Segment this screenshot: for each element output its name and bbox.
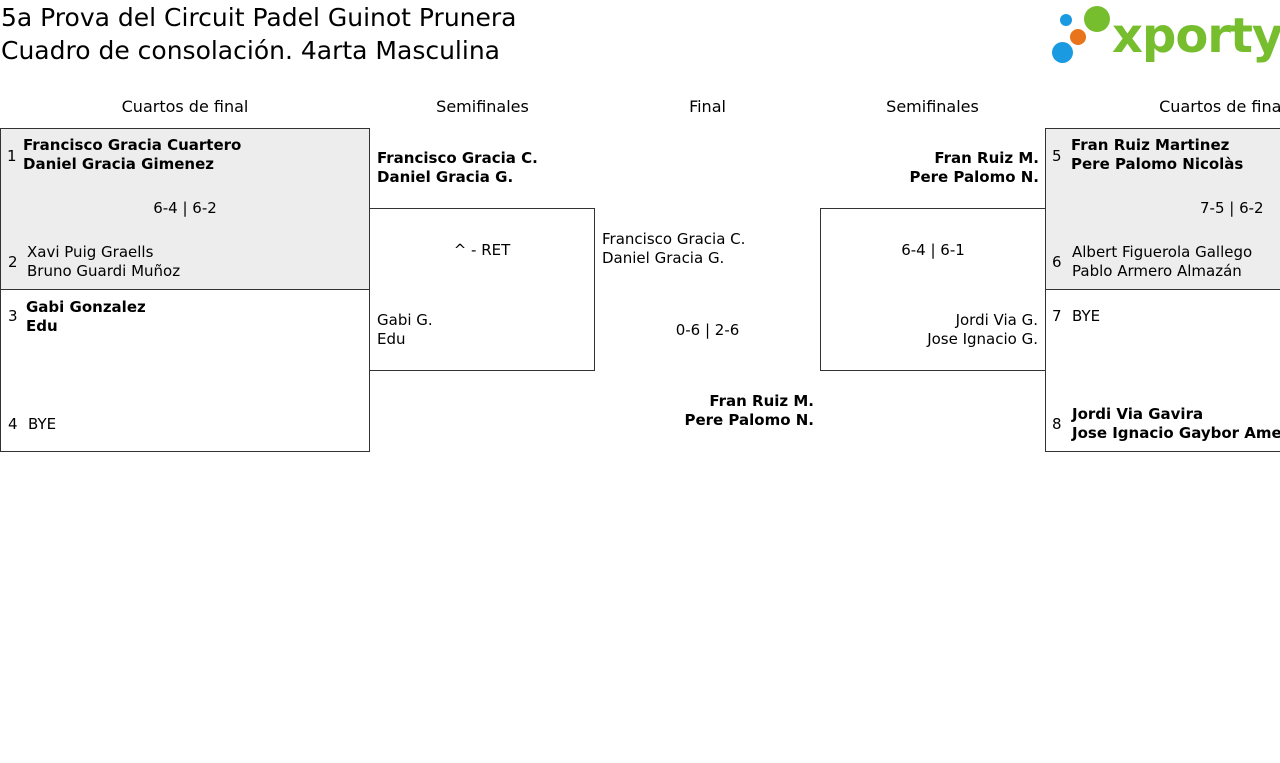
seed-number: 3 xyxy=(8,307,18,325)
player-name: Francisco Gracia Cuartero xyxy=(23,136,242,154)
logo-text: xporty xyxy=(1112,8,1280,64)
player-name: BYE xyxy=(28,415,57,433)
match-box-qf1[interactable]: 1 Francisco Gracia Cuartero Daniel Graci… xyxy=(0,128,370,290)
player-name: BYE xyxy=(1072,307,1101,325)
player-name: Fran Ruiz M. xyxy=(934,149,1039,167)
player-name: Daniel Gracia G. xyxy=(602,249,725,267)
column-title-final: Final xyxy=(689,97,726,116)
seed-number: 4 xyxy=(8,415,18,433)
column-title-qf-right: Cuartos de final xyxy=(1159,97,1280,116)
player-name: Jose Ignacio Gaybor Amello xyxy=(1072,424,1280,442)
column-title-sf-right: Semifinales xyxy=(886,97,979,116)
logo-dot-green xyxy=(1084,6,1110,32)
player-name: Jose Ignacio G. xyxy=(927,330,1038,348)
column-title-sf-left: Semifinales xyxy=(436,97,529,116)
player-name: Francisco Gracia C. xyxy=(377,149,538,167)
player-name: Albert Figuerola Gallego xyxy=(1072,243,1253,261)
player-name: Pere Palomo Nicolàs xyxy=(1071,155,1244,173)
player-name: Jordi Via Gavira xyxy=(1072,405,1204,423)
logo-dot-blue xyxy=(1052,42,1073,63)
player-name: Gabi G. xyxy=(377,311,433,329)
player-name: Pere Palomo N. xyxy=(909,168,1039,186)
match-score: ^ - RET xyxy=(453,241,511,259)
page-title: 5a Prova del Circuit Padel Guinot Pruner… xyxy=(1,3,517,32)
match-box-qf4[interactable]: 7 BYE 8 Jordi Via Gavira Jose Ignacio Ga… xyxy=(1045,289,1280,452)
seed-number: 8 xyxy=(1052,415,1062,433)
match-score: 7-5 | 6-2 xyxy=(1200,199,1264,217)
player-name: Edu xyxy=(377,330,406,348)
logo-dot-orange xyxy=(1070,29,1086,45)
column-title-qf-left: Cuartos de final xyxy=(121,97,249,116)
page-subtitle: Cuadro de consolación. 4arta Masculina xyxy=(1,36,500,65)
match-box-sf-left[interactable]: ^ - RET Gabi G. Edu xyxy=(369,208,595,371)
player-name: Francisco Gracia C. xyxy=(602,230,746,248)
match-score: 0-6 | 2-6 xyxy=(675,321,740,339)
champion-name: Fran Ruiz M. xyxy=(709,392,814,410)
match-box-qf3[interactable]: 5 Fran Ruiz Martinez Pere Palomo Nicolàs… xyxy=(1045,128,1280,290)
match-box-sf-right[interactable]: 6-4 | 6-1 Jordi Via G. Jose Ignacio G. xyxy=(820,208,1046,371)
player-name: Fran Ruiz Martinez xyxy=(1071,136,1230,154)
player-name: Gabi Gonzalez xyxy=(26,298,146,316)
logo-dot-blue-small xyxy=(1060,14,1072,26)
seed-number: 5 xyxy=(1052,147,1062,165)
player-name: Edu xyxy=(26,317,58,335)
seed-number: 2 xyxy=(8,253,18,271)
seed-number: 1 xyxy=(7,147,17,165)
match-score: 6-4 | 6-2 xyxy=(153,199,217,217)
xporty-logo: xporty xyxy=(1050,4,1280,68)
seed-number: 7 xyxy=(1052,307,1062,325)
seed-number: 6 xyxy=(1052,253,1062,271)
match-box-qf2[interactable]: 3 Gabi Gonzalez Edu 4 BYE xyxy=(0,289,370,452)
player-name: Daniel Gracia G. xyxy=(377,168,514,186)
player-name: Daniel Gracia Gimenez xyxy=(23,155,214,173)
player-name: Bruno Guardi Muñoz xyxy=(27,262,181,280)
player-name: Pablo Armero Almazán xyxy=(1072,262,1242,280)
match-score: 6-4 | 6-1 xyxy=(901,241,965,259)
champion-name: Pere Palomo N. xyxy=(684,411,814,429)
player-name: Xavi Puig Graells xyxy=(27,243,154,261)
player-name: Jordi Via G. xyxy=(955,311,1038,329)
